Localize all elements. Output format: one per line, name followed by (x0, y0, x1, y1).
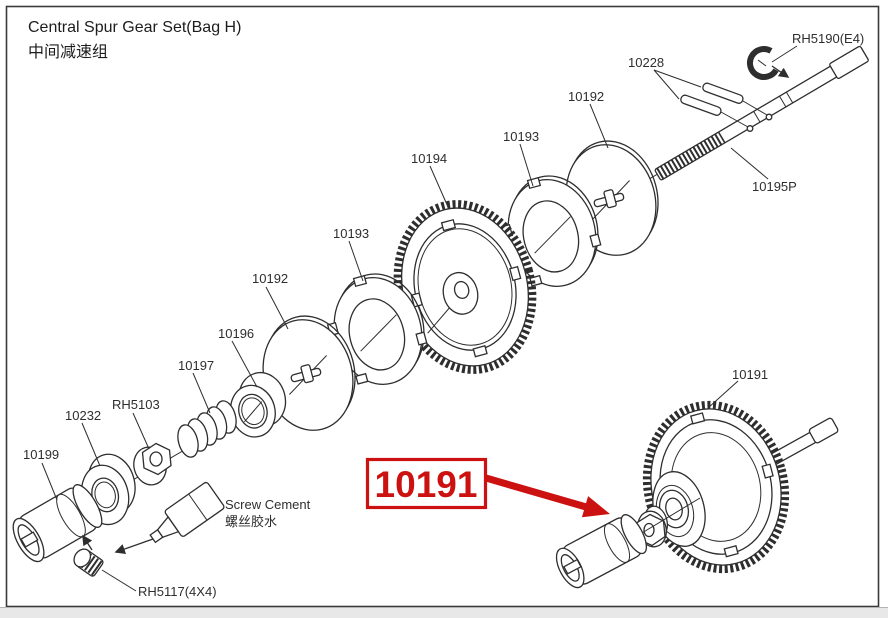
label-10193-right: 10193 (503, 129, 539, 144)
drive-shaft-10195p (654, 45, 869, 181)
eclip-install-arrow (771, 65, 790, 78)
spring-10197 (177, 400, 237, 458)
outdrive-cup-10199 (12, 484, 103, 563)
collar-10196 (230, 371, 287, 438)
leader-rh5103 (132, 412, 150, 450)
e-clip-rh5190 (746, 46, 790, 80)
label-10195p: 10195P (752, 179, 797, 194)
label-10196: 10196 (218, 326, 254, 341)
screw-cement-apply-arrow (114, 538, 154, 554)
page-title-chinese: 中间减速组 (28, 43, 108, 61)
slipper-pad-right (500, 175, 602, 287)
label-10192-right: 10192 (568, 89, 604, 104)
label-10199: 10199 (23, 447, 59, 462)
callout-arrow (485, 474, 610, 518)
label-10193-left: 10193 (333, 226, 369, 241)
assembly-outdrive-cup (555, 514, 648, 589)
screw-cement-tube (149, 481, 225, 544)
leader-10228 (653, 69, 680, 100)
shaft-pin-hole (746, 125, 754, 132)
leader-10193-left (348, 240, 364, 282)
label-rh5103: RH5103 (112, 397, 160, 412)
label-rh5190: RH5190(E4) (792, 31, 864, 46)
leader-10199 (41, 462, 58, 501)
leader-10193-right (519, 143, 534, 187)
label-screw-cement: Screw Cement (225, 497, 311, 512)
shaft-pin-hole (765, 113, 773, 121)
leader-10196 (231, 340, 258, 388)
leader-10192-left (265, 286, 289, 330)
leader-rh5117 (101, 569, 137, 592)
callout-box (365, 457, 488, 510)
highlight-callout-10191: 10191 (365, 457, 610, 518)
leader-10228 (653, 69, 702, 88)
set-screw-install-arrow (82, 534, 93, 551)
label-10232: 10232 (65, 408, 101, 423)
leader-10197 (192, 372, 211, 414)
leader-10232 (81, 422, 101, 467)
slipper-pad-left (326, 273, 428, 385)
label-10192-left: 10192 (252, 271, 288, 286)
horizontal-scrollbar-track[interactable] (0, 607, 888, 618)
label-rh5117: RH5117(4X4) (138, 584, 217, 599)
locknut-rh5103 (133, 442, 172, 486)
leader-10191 (707, 380, 739, 409)
leader-rh5190 (771, 45, 798, 63)
cross-pins-10228 (680, 82, 768, 128)
label-10194: 10194 (411, 151, 447, 166)
page-title: Central Spur Gear Set(Bag H) (28, 19, 241, 36)
label-screw-cement-chinese: 螺丝胶水 (225, 514, 277, 529)
label-10228: 10228 (628, 55, 664, 70)
callout-text: 10191 (375, 464, 478, 505)
label-10191: 10191 (732, 367, 768, 382)
set-screw-rh5117 (73, 548, 104, 577)
leader-10192-right (589, 103, 609, 149)
label-10197: 10197 (178, 358, 214, 373)
leader-10195p (730, 147, 769, 180)
leader-10194 (429, 165, 449, 208)
